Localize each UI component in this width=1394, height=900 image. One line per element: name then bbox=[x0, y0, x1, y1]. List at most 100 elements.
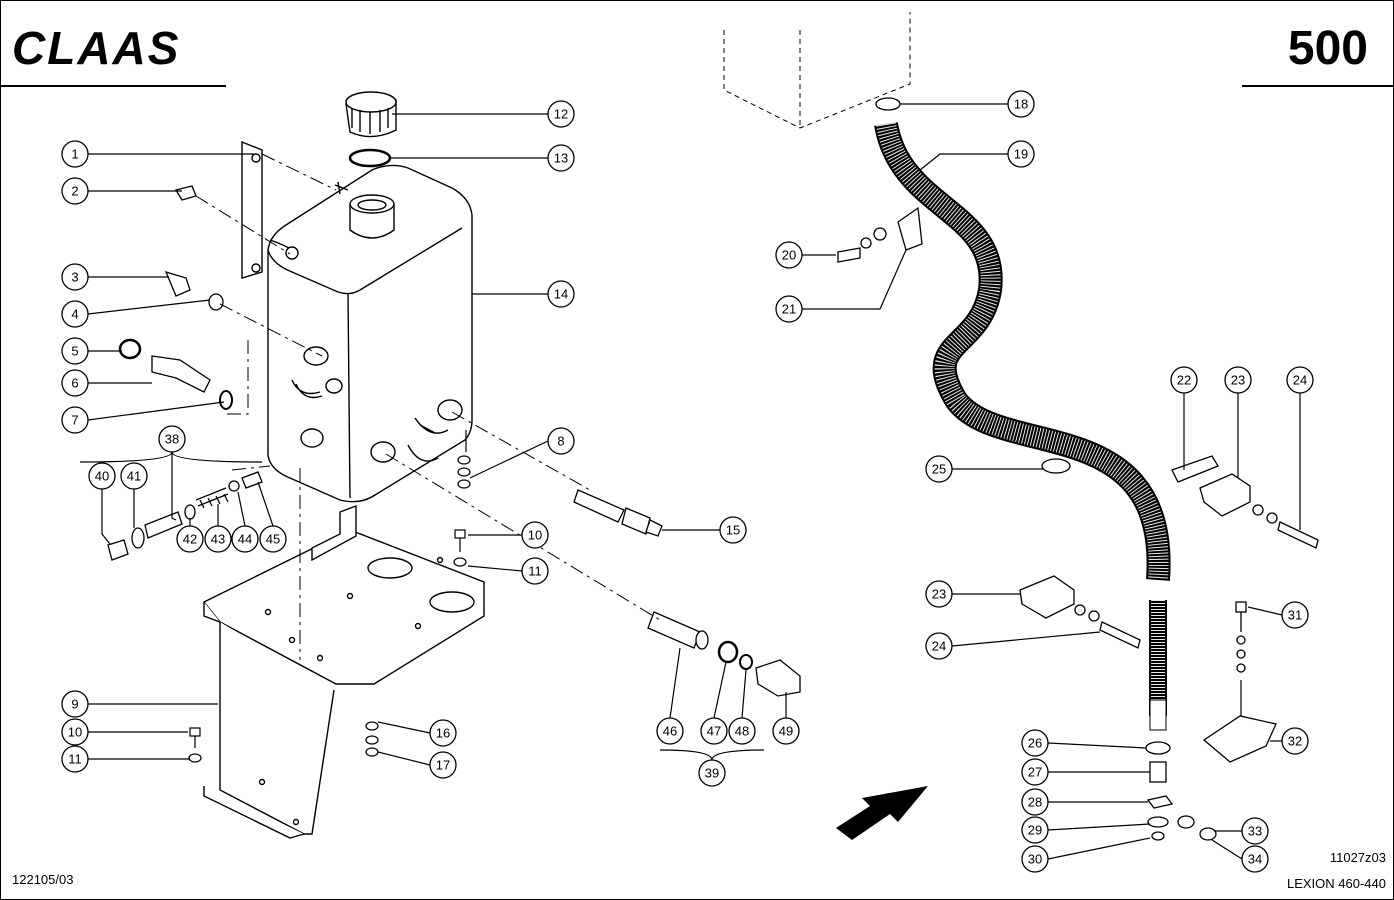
callout-32: 32 bbox=[1281, 727, 1309, 755]
callout-4: 4 bbox=[61, 300, 89, 328]
callout-number: 39 bbox=[705, 766, 719, 781]
callout-circle bbox=[61, 718, 89, 746]
callout-circle bbox=[925, 580, 953, 608]
callout-circle bbox=[1007, 140, 1035, 168]
right-parts bbox=[837, 97, 1319, 841]
callout-number: 11 bbox=[528, 564, 542, 579]
callout-circle bbox=[547, 100, 575, 128]
callout-26: 26 bbox=[1021, 729, 1049, 757]
callout-number: 18 bbox=[1014, 97, 1028, 112]
filter-assembly bbox=[647, 611, 801, 697]
support-frame bbox=[202, 504, 485, 839]
callout-circle bbox=[158, 425, 186, 453]
callout-number: 22 bbox=[1177, 373, 1191, 388]
callout-circle bbox=[1170, 366, 1198, 394]
callout-number: 20 bbox=[782, 248, 796, 263]
callout-circle bbox=[120, 462, 148, 490]
callout-circle bbox=[61, 300, 89, 328]
callout-circle bbox=[176, 525, 204, 553]
callout-13: 13 bbox=[547, 144, 575, 172]
callout-circle bbox=[1021, 729, 1049, 757]
callout-circle bbox=[61, 745, 89, 773]
callout-circle bbox=[700, 717, 728, 745]
callout-circle bbox=[1241, 845, 1269, 873]
callout-number: 31 bbox=[1288, 608, 1302, 623]
callout-21: 21 bbox=[775, 295, 803, 323]
callout-5: 5 bbox=[61, 337, 89, 365]
assembly-lines bbox=[195, 153, 661, 660]
brand-logo-text: CLAAS bbox=[12, 22, 180, 74]
callout-circle bbox=[1021, 758, 1049, 786]
callout-10-b: 10 bbox=[61, 718, 89, 746]
callout-circle bbox=[429, 719, 457, 747]
callout-circle bbox=[925, 632, 953, 660]
callout-12: 12 bbox=[547, 100, 575, 128]
callout-1: 1 bbox=[61, 140, 89, 168]
callout-number: 12 bbox=[554, 107, 568, 122]
suction-pipe bbox=[573, 489, 663, 537]
callout-number: 38 bbox=[165, 432, 179, 447]
callout-29: 29 bbox=[1021, 816, 1049, 844]
callout-number: 2 bbox=[71, 184, 78, 199]
callout-circle bbox=[547, 280, 575, 308]
callout-number: 25 bbox=[932, 462, 946, 477]
callout-number: 7 bbox=[71, 413, 78, 428]
callout-33: 33 bbox=[1241, 817, 1269, 845]
callout-circle bbox=[772, 717, 800, 745]
callout-43: 43 bbox=[204, 525, 232, 553]
callout-circle bbox=[547, 427, 575, 455]
callout-10: 10 bbox=[521, 521, 549, 549]
callout-number: 3 bbox=[71, 270, 78, 285]
mounting-bracket bbox=[241, 140, 263, 279]
callout-circle bbox=[521, 521, 549, 549]
callout-16: 16 bbox=[429, 719, 457, 747]
callout-circle bbox=[547, 144, 575, 172]
callout-number: 9 bbox=[71, 697, 78, 712]
callout-circle bbox=[88, 462, 116, 490]
callout-47: 47 bbox=[700, 717, 728, 745]
callout-number: 10 bbox=[68, 725, 82, 740]
callout-circle bbox=[1007, 90, 1035, 118]
callout-number: 40 bbox=[95, 469, 109, 484]
callout-15: 15 bbox=[719, 516, 747, 544]
callout-22: 22 bbox=[1170, 366, 1198, 394]
callout-number: 17 bbox=[436, 758, 450, 773]
callout-number: 47 bbox=[707, 724, 721, 739]
callout-number: 45 bbox=[266, 532, 280, 547]
callout-30: 30 bbox=[1021, 845, 1049, 873]
reservoir-outline bbox=[723, 12, 911, 129]
callout-2: 2 bbox=[61, 177, 89, 205]
callout-circle bbox=[61, 263, 89, 291]
callout-circle bbox=[259, 525, 287, 553]
callout-circle bbox=[1281, 727, 1309, 755]
callout-circle bbox=[61, 337, 89, 365]
cap-seal-ring bbox=[348, 148, 392, 168]
callout-44: 44 bbox=[231, 525, 259, 553]
model-name: LEXION 460-440 bbox=[1287, 876, 1386, 891]
callout-circle bbox=[1021, 788, 1049, 816]
callout-23-b: 23 bbox=[925, 580, 953, 608]
callout-number: 15 bbox=[726, 523, 740, 538]
callout-circle bbox=[925, 455, 953, 483]
page-number: 500 bbox=[1288, 22, 1368, 75]
hydraulic-tank bbox=[267, 164, 473, 503]
callout-18: 18 bbox=[1007, 90, 1035, 118]
callout-circle bbox=[1281, 601, 1309, 629]
callout-number: 29 bbox=[1028, 823, 1042, 838]
callout-number: 24 bbox=[1293, 373, 1307, 388]
callout-circle bbox=[429, 751, 457, 779]
hose bbox=[874, 121, 1171, 731]
callout-25: 25 bbox=[925, 455, 953, 483]
callout-24: 24 bbox=[1286, 366, 1314, 394]
callout-24-b: 24 bbox=[925, 632, 953, 660]
callout-circle bbox=[1021, 816, 1049, 844]
valve-assembly bbox=[107, 471, 263, 561]
doc-number: 122105/03 bbox=[12, 872, 73, 887]
callout-19: 19 bbox=[1007, 140, 1035, 168]
callout-number: 27 bbox=[1028, 765, 1042, 780]
callout-number: 34 bbox=[1248, 852, 1262, 867]
callout-number: 23 bbox=[1231, 373, 1245, 388]
callout-circle bbox=[204, 525, 232, 553]
callout-34: 34 bbox=[1241, 845, 1269, 873]
direction-arrow bbox=[836, 786, 928, 840]
